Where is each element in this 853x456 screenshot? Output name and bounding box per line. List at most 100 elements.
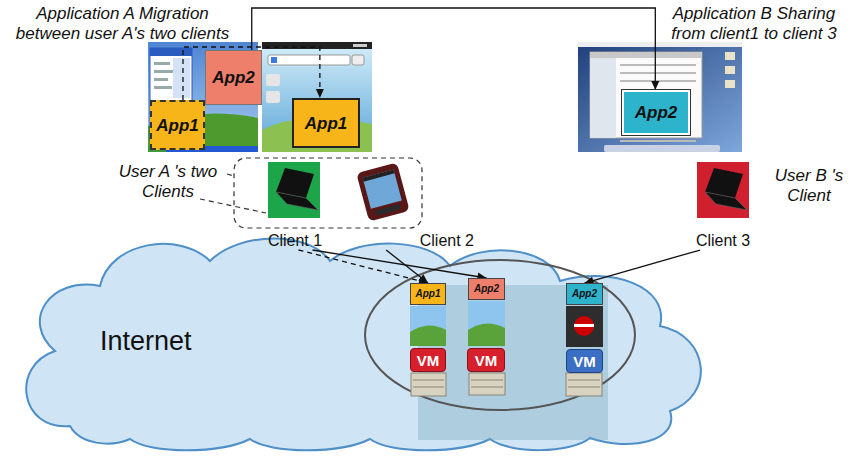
box-label: VM	[475, 352, 498, 369]
annotation: Application A Migration between user A's…	[10, 4, 235, 44]
vm-image	[410, 301, 603, 347]
windows-screenshot-part	[154, 62, 170, 65]
vm-image-part	[468, 323, 505, 346]
connector	[252, 8, 660, 90]
vm-label: VM	[467, 348, 505, 372]
server-hardware-part	[469, 373, 505, 395]
client-device: Client 2	[352, 162, 474, 250]
client-device: Client 1	[260, 162, 330, 250]
cloud-region	[365, 260, 635, 440]
vm-image-part	[574, 324, 594, 327]
vm-image-part	[410, 325, 446, 346]
windows-screenshot-part	[150, 48, 192, 56]
box-label: VM	[417, 352, 440, 369]
box-label: App2	[212, 68, 255, 87]
app-window: App1	[292, 98, 360, 148]
box-label: App2	[474, 283, 499, 295]
mac-screenshot-part	[620, 140, 696, 142]
mac-screenshot-part	[620, 64, 696, 66]
server-hardware	[411, 373, 602, 396]
mac-screenshot-part	[578, 42, 742, 152]
connector	[299, 250, 429, 285]
server-hardware-part	[411, 373, 446, 396]
server-hardware-part	[568, 387, 600, 388]
server-hardware-part	[471, 380, 503, 381]
android-screenshot-part	[271, 57, 277, 63]
connector-line	[313, 250, 487, 278]
cloud-label: Internet	[100, 326, 192, 356]
app-window: App1	[150, 100, 205, 150]
client-device: Client 3	[682, 162, 764, 250]
phone-icon-part	[363, 170, 402, 209]
annotation: Application B Sharing from client1 to cl…	[664, 4, 844, 44]
windows-screenshot-part	[173, 58, 190, 98]
mac-screenshot-part	[725, 80, 735, 88]
windows-screenshot-part	[154, 78, 168, 81]
mac-screenshot-part	[604, 145, 720, 152]
vm-image-part	[574, 316, 594, 336]
server-hardware-part	[566, 373, 602, 396]
cloud-region-part	[365, 260, 635, 410]
app-window: App2	[205, 50, 262, 105]
client-label: Client 2	[352, 232, 474, 250]
android-screenshot-part	[266, 91, 280, 103]
server-hardware-part	[471, 387, 503, 388]
box-label: App1	[305, 114, 348, 133]
arrow-head	[651, 81, 659, 90]
cloud-shape	[26, 239, 701, 451]
mac-screenshot-part	[590, 58, 616, 138]
laptop-icon	[268, 162, 320, 218]
android-screenshot-part	[266, 74, 280, 86]
box-label: VM	[573, 353, 596, 370]
app-instance: App2	[566, 283, 603, 305]
app-instance: App1	[410, 283, 446, 305]
app-instance: App2	[468, 278, 505, 300]
mac-screenshot-part	[725, 66, 735, 74]
client-group-part	[234, 158, 422, 228]
annotation: User A 's two Clients	[112, 162, 224, 202]
vm-image-part	[468, 301, 505, 346]
connector-line	[386, 250, 428, 283]
vm-label: VM	[410, 348, 446, 372]
server-hardware-part	[413, 387, 444, 388]
box-label: App1	[156, 116, 199, 135]
internet-cloud: Internet App1 App2 App2VM VM VM	[10, 226, 710, 454]
mac-screenshot-part	[725, 52, 735, 60]
box-label: App1	[416, 288, 441, 300]
app-window: App2	[622, 90, 690, 135]
icon-space	[682, 162, 764, 232]
mac-screenshot-part	[620, 72, 696, 74]
android-screenshot-part	[262, 42, 372, 152]
client-group	[200, 158, 422, 228]
icon-space	[352, 162, 474, 232]
android-screenshot-part	[262, 42, 372, 49]
windows-screenshot-part	[154, 70, 174, 73]
client-group-part	[227, 174, 234, 176]
laptop-icon	[697, 162, 749, 218]
server-hardware-part	[413, 380, 444, 381]
windows-screenshot-part	[154, 86, 172, 89]
server-hardware-part	[568, 380, 600, 381]
mac-screenshot-part	[590, 52, 702, 58]
connector-line	[585, 250, 701, 283]
phone-icon	[356, 162, 410, 221]
icon-space	[260, 162, 330, 232]
box-label: App2	[572, 288, 597, 300]
laptop-icon-part	[705, 192, 747, 210]
android-screenshot-part	[352, 55, 364, 65]
client-label: Client 3	[682, 232, 764, 250]
laptop-icon-part	[276, 192, 318, 210]
cloud-region-part	[418, 285, 608, 440]
arrow-head	[316, 89, 324, 98]
mac-screenshot	[578, 42, 742, 152]
android-screenshot	[262, 42, 372, 152]
connector	[585, 250, 701, 284]
connector-line	[252, 8, 656, 90]
android-screenshot-part	[353, 44, 367, 47]
mac-screenshot-part	[590, 52, 702, 138]
android-screenshot-part	[268, 55, 350, 65]
box-label: App2	[635, 103, 678, 122]
arrow-head	[418, 274, 428, 283]
